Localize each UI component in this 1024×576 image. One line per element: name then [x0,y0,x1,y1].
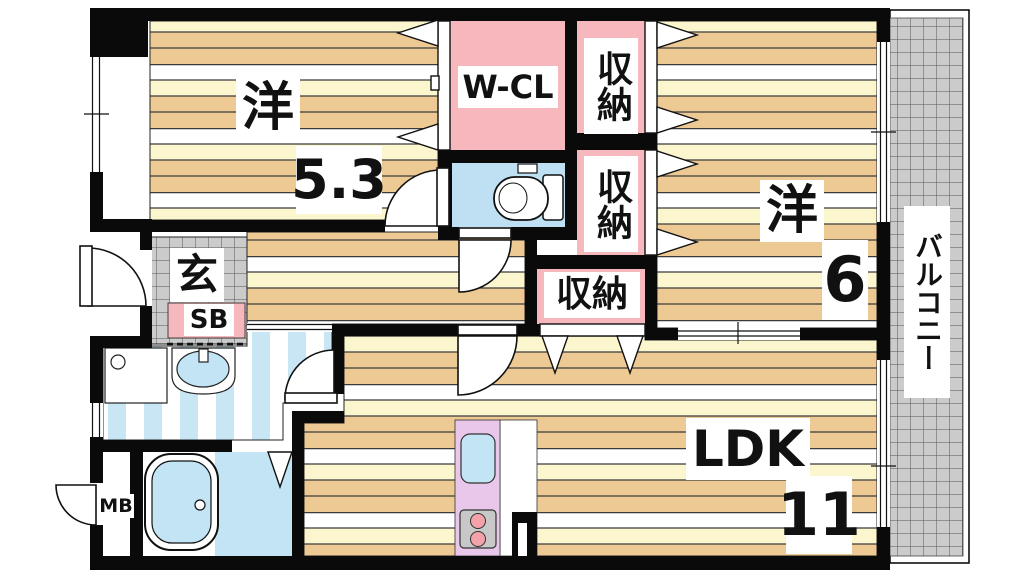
toilet [493,163,564,221]
storage-door-triangle [656,21,700,49]
closet-doors [267,19,700,490]
wcl-door-triangle [395,19,439,47]
storage-top-label: 収納 [584,38,638,134]
shoe-box-label: SB [184,304,234,336]
walls [90,8,890,570]
windows [84,42,896,527]
bedroom2-window [871,42,896,222]
bedroom1-window [84,57,109,172]
ldk-window [871,360,896,527]
storage-door-triangle [656,106,700,134]
wcl-door-strip [437,20,451,151]
ldk-door-arc [457,335,518,396]
entrance-label: 玄 [170,248,224,302]
hallway-washroom-opening [247,323,332,332]
storage-lower-label: 収納 [544,272,640,318]
bedroom1-label: 洋 [236,76,300,140]
storage-door-triangle [656,228,700,256]
bedroom2-size: 6 [822,240,868,320]
ldk-size: 11 [777,476,861,554]
storage-middle-label: 収納 [584,156,638,252]
storage-middle-door-strip [644,149,658,256]
bedroom1-door-leaf [436,167,450,227]
toilet-door-leaf [458,227,512,239]
bathtub [144,453,219,551]
toilet-door-arc [458,239,512,293]
bathroom-door-triangle [267,451,293,490]
storage-door-triangle [541,335,569,376]
stove [459,509,497,549]
bedroom2-ldk-sliding-door [678,322,800,344]
storage-door-triangle [616,335,644,376]
washing-machine-pan [104,347,168,404]
washroom-window [90,403,103,437]
storage-lower-door-strip [539,323,646,337]
wcl-door-seam [430,75,440,91]
bedroom1-door-arc [384,169,442,227]
walk-in-closet-label: W-CL [458,66,558,108]
kitchen-sink [460,433,496,484]
ldk-label: LDK [686,418,810,480]
washroom-door-leaf [284,392,338,404]
entry-door-leaf [79,245,93,307]
balcony-label: バルコニー [904,206,950,398]
bedroom2-label: 洋 [760,180,824,242]
fixtures [104,163,564,557]
mb-door-arc [55,484,97,526]
vanity-sink [171,347,236,395]
kitchen-stub-slot [518,523,527,556]
storage-door-triangle [656,150,700,178]
meter-box-label: MB [98,494,134,518]
balcony-area [889,9,970,564]
bedroom1-size: 5.3 [291,146,387,214]
wcl-door-triangle [395,123,439,151]
entry-door-arc [87,247,147,307]
storage-top-door-strip [644,20,658,134]
ldk-door-leaf [457,324,518,336]
